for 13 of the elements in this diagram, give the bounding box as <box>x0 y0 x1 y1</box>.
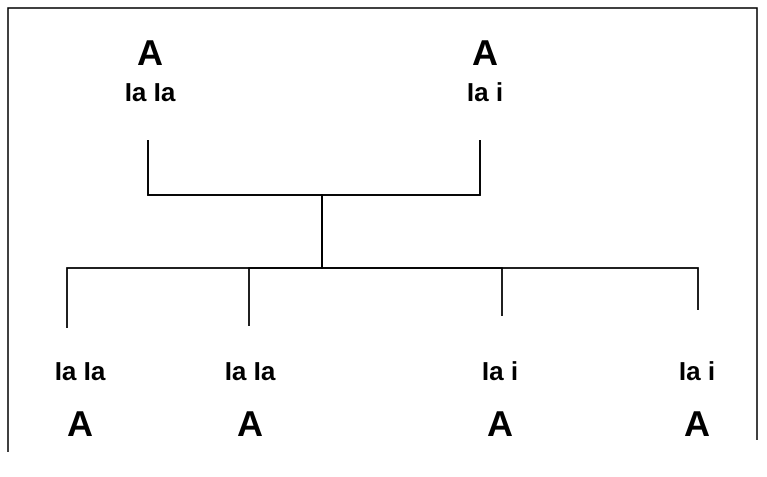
genotype-label: Ia i <box>482 358 518 384</box>
blood-type-label: A <box>137 35 163 71</box>
blood-type-label: A <box>237 406 263 442</box>
genotype-label: Ia Ia <box>224 358 276 384</box>
blood-type-label: A <box>684 406 710 442</box>
genotype-label: Ia Ia <box>124 79 176 105</box>
genotype-label: Ia i <box>466 79 504 105</box>
genotype-label: Ia i <box>678 358 716 384</box>
pedigree-line <box>321 140 699 310</box>
blood-type-label: A <box>472 35 498 71</box>
blood-type-label: A <box>487 406 513 442</box>
genotype-label: Ia Ia <box>54 358 106 384</box>
blood-type-label: A <box>67 406 93 442</box>
